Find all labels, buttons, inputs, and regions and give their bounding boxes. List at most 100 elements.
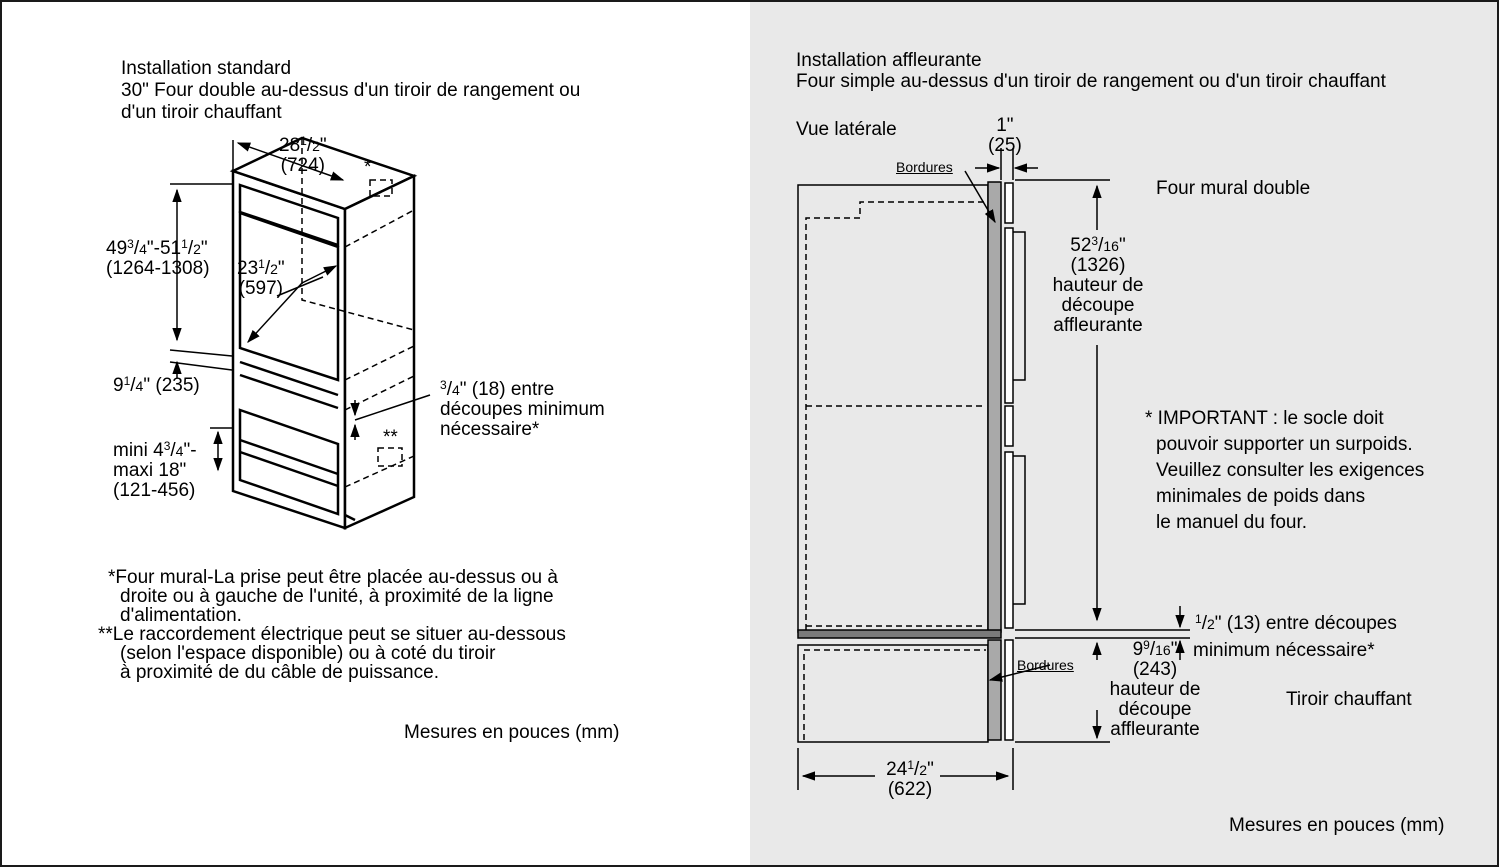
width-dimension-label: 281/2" (724): [279, 134, 327, 176]
dim-whole: 9: [1132, 639, 1144, 660]
dim-num: 1: [300, 134, 307, 148]
drawer-cutout-dimension: 99/16" (243) hauteur de découpe affleura…: [1100, 638, 1210, 740]
dim-text: découpe: [1061, 295, 1135, 316]
dim-num: 3: [163, 439, 171, 453]
dim-unit: ": [319, 135, 327, 156]
dim-mm: (121-456): [113, 480, 196, 501]
dim-num: 1: [123, 374, 131, 388]
oven-door-top: [1004, 227, 1014, 404]
oven-trim-strip: [987, 181, 1002, 633]
dim-num: 9: [1143, 638, 1150, 652]
oven-door-bottom: [1004, 451, 1014, 629]
oven-handle-top: [1013, 231, 1026, 381]
dim-num: 3: [127, 237, 134, 251]
warming-drawer-label: Tiroir chauffant: [1286, 689, 1412, 710]
dim-mm: (1264-1308): [106, 258, 210, 279]
dim-max: maxi 18": [113, 460, 187, 481]
dim-den: 2: [193, 241, 201, 257]
cabinet-side-face: [343, 174, 416, 530]
dim-num: 1: [907, 758, 914, 772]
footnote-line: droite ou à gauche de l'unité, à proximi…: [120, 586, 554, 607]
dim-den: 4: [175, 443, 184, 459]
double-wall-oven-label: Four mural double: [1156, 178, 1311, 199]
important-note: * IMPORTANT : le socle doit pouvoir supp…: [1145, 406, 1424, 536]
depth-dimension-label: 231/2" (597): [237, 257, 285, 299]
flush-installation-title: Installation affleurante Four simple au-…: [796, 50, 1480, 92]
gap-dimension-label: 91/4" (235): [113, 374, 200, 396]
dim-unit: ": [1118, 235, 1126, 256]
upper-cabinet-outline: [797, 184, 989, 633]
dim-mm: (1326): [1070, 255, 1126, 276]
half-inch-between-cutouts-label: 1/2" (13) entre découpes: [1195, 612, 1397, 634]
drawer-front: [1004, 639, 1014, 741]
cabinet-opening-drawer: [238, 408, 340, 516]
outlet-star-marker: *: [364, 157, 372, 178]
side-view-hidden-lines: [803, 201, 986, 740]
units-note-right: Mesures en pouces (mm): [1229, 815, 1445, 836]
flush-installation-panel: [750, 2, 1497, 865]
cabinet-opening-oven: [238, 211, 340, 382]
important-line: le manuel du four.: [1156, 512, 1308, 533]
dim-text: " (13) entre découpes: [1214, 613, 1397, 634]
cabinet-isometric-drawing: [229, 136, 418, 530]
dim-den: 2: [312, 138, 320, 154]
footnote-line: à proximité de du câble de puissance.: [120, 662, 439, 683]
oven-handle-bottom: [1013, 455, 1026, 605]
drawer-trim-strip: [987, 639, 1002, 741]
trim-label-bottom: Bordures: [1017, 657, 1074, 673]
dim-unit: ": [1170, 639, 1178, 660]
dim-mm: (25): [988, 135, 1022, 156]
oven-door-upper: [1004, 182, 1014, 224]
dim-whole: 23: [237, 258, 259, 279]
dim-den: 16: [1155, 642, 1171, 658]
footnotes: *Four mural-La prise peut être placée au…: [98, 567, 566, 683]
dim-den: 2: [270, 261, 278, 277]
dim-text: " (18) entre: [459, 379, 555, 400]
cabinet-opening-top: [238, 183, 340, 247]
title-line: 30" Four double au-dessus d'un tiroir de…: [121, 80, 581, 101]
electrical-double-star-marker: **: [383, 427, 398, 448]
dim-den: 2: [919, 762, 928, 778]
dim-den: 4: [139, 241, 147, 257]
important-line: Veuillez consulter les exigences: [1156, 460, 1425, 481]
dim-den: 4: [451, 382, 460, 398]
dim-mm: " (235): [143, 375, 200, 396]
footnote-line: (selon l'espace disponible) ou à coté du…: [120, 643, 496, 664]
dim-text: hauteur de: [1109, 679, 1201, 700]
title-line: Four simple au-dessus d'un tiroir de ran…: [796, 71, 1386, 92]
dim-whole: 28: [279, 135, 301, 156]
dim-mm: (597): [238, 278, 283, 299]
cabinet-width-dimension: 241/2" (622): [870, 758, 950, 800]
dim-text: découpes minimum: [440, 399, 605, 420]
side-view-drawing: [797, 181, 1026, 743]
dim-whole: 52: [1070, 235, 1092, 256]
trim-label-top: Bordures: [896, 159, 953, 175]
minimum-required-label: minimum nécessaire*: [1193, 640, 1375, 661]
dim-unit: ": [927, 759, 934, 780]
lower-cabinet-outline: [797, 644, 989, 743]
dim-den: 16: [1103, 238, 1119, 254]
dim-mm: (622): [887, 779, 933, 800]
cutout-height-dimension: 523/16" (1326) hauteur de découpe affleu…: [1038, 235, 1158, 336]
dim-unit: ": [277, 258, 285, 279]
right-dimension-lines: [797, 148, 1190, 790]
dim-num: 1: [1195, 612, 1202, 626]
footnote-line: *Four mural-La prise peut être placée au…: [108, 567, 558, 588]
dim-text: hauteur de: [1052, 275, 1144, 296]
dim-unit: "-: [183, 440, 197, 461]
important-line: minimales de poids dans: [1156, 486, 1366, 507]
divider-shelf: [797, 629, 1002, 639]
height-dimension-label: 493/4"-511/2" (1264-1308): [106, 237, 210, 279]
title-line: d'un tiroir chauffant: [121, 102, 282, 123]
dim-whole: mini 4: [113, 440, 164, 461]
footnote-line: **Le raccordement électrique peut se sit…: [98, 624, 566, 645]
dim-mid: "-51: [146, 238, 182, 259]
footnote-line: d'alimentation.: [120, 605, 242, 626]
dim-text: affleurante: [1110, 719, 1200, 740]
dim-num: 1: [258, 257, 265, 271]
dim-num: 1: [181, 237, 188, 251]
dim-whole: 24: [886, 759, 908, 780]
oven-door-lower: [1004, 405, 1014, 447]
